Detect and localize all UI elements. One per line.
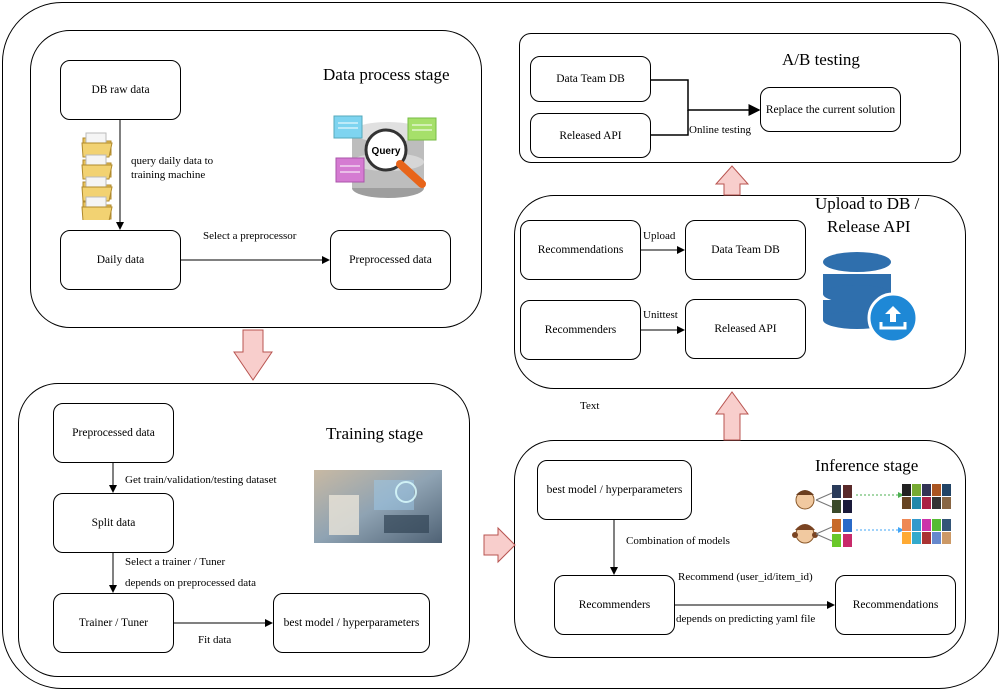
robot-lab-image: [314, 470, 442, 543]
upload-released-api-box: Released API: [685, 299, 806, 359]
ab-data-team-db-box: Data Team DB: [530, 56, 651, 102]
database-upload-icon: [823, 252, 919, 344]
recommend-label: Recommend (user_id/item_id): [678, 571, 813, 583]
db-raw-data-box: DB raw data: [60, 60, 181, 120]
training-best-model-box: best model / hyperparameters: [273, 593, 430, 653]
trainer-tuner-box: Trainer / Tuner: [53, 593, 174, 653]
upload-title-line2: Release API: [827, 217, 911, 236]
folder-stack-icon: [81, 132, 113, 220]
flow-arrow-down: [233, 329, 273, 381]
stray-text-label: Text: [580, 400, 600, 412]
training-preprocessed-box: Preprocessed data: [53, 403, 174, 463]
flow-arrow-up-lower: [715, 391, 749, 441]
depends-preprocessed-label: depends on preprocessed data: [125, 577, 257, 589]
upload-label: Upload: [643, 230, 676, 242]
combination-label: Combination of models: [626, 535, 730, 547]
query-icon-label: Query: [372, 146, 401, 157]
replace-solution-box: Replace the current solution: [760, 87, 901, 132]
split-data-box: Split data: [53, 493, 174, 553]
online-testing-label: Online testing: [689, 124, 752, 136]
flow-arrow-up-upper: [714, 165, 750, 196]
upload-data-team-db-box: Data Team DB: [685, 220, 806, 280]
ab-released-api-box: Released API: [530, 113, 651, 158]
query-database-icon: Query: [333, 115, 437, 198]
inference-best-model-box: best model / hyperparameters: [537, 460, 692, 520]
inference-recommendations-box: Recommendations: [835, 575, 956, 635]
ab-testing-title: A/B testing: [782, 50, 860, 69]
user-movies-illustration: [792, 484, 951, 547]
upload-recommenders-box: Recommenders: [520, 300, 641, 360]
daily-data-box: Daily data: [60, 230, 181, 290]
upload-recommendations-box: Recommendations: [520, 220, 641, 280]
inference-title: Inference stage: [815, 456, 919, 475]
upload-title-line1: Upload to DB /: [815, 194, 920, 213]
training-title: Training stage: [326, 424, 424, 443]
flow-arrow-right: [483, 526, 516, 564]
get-dataset-label: Get train/validation/testing dataset: [125, 474, 277, 486]
unittest-label: Unittest: [643, 309, 678, 321]
depends-yaml-label: depends on predicting yaml file: [676, 613, 816, 625]
data-process-title: Data process stage: [323, 65, 450, 84]
select-trainer-label: Select a trainer / Tuner: [125, 556, 226, 568]
preprocessed-data-box: Preprocessed data: [330, 230, 451, 290]
fit-data-label: Fit data: [198, 634, 232, 646]
select-preprocessor-label: Select a preprocessor: [203, 230, 297, 242]
inference-recommenders-box: Recommenders: [554, 575, 675, 635]
query-daily-label: query daily data to training machine: [131, 155, 214, 182]
